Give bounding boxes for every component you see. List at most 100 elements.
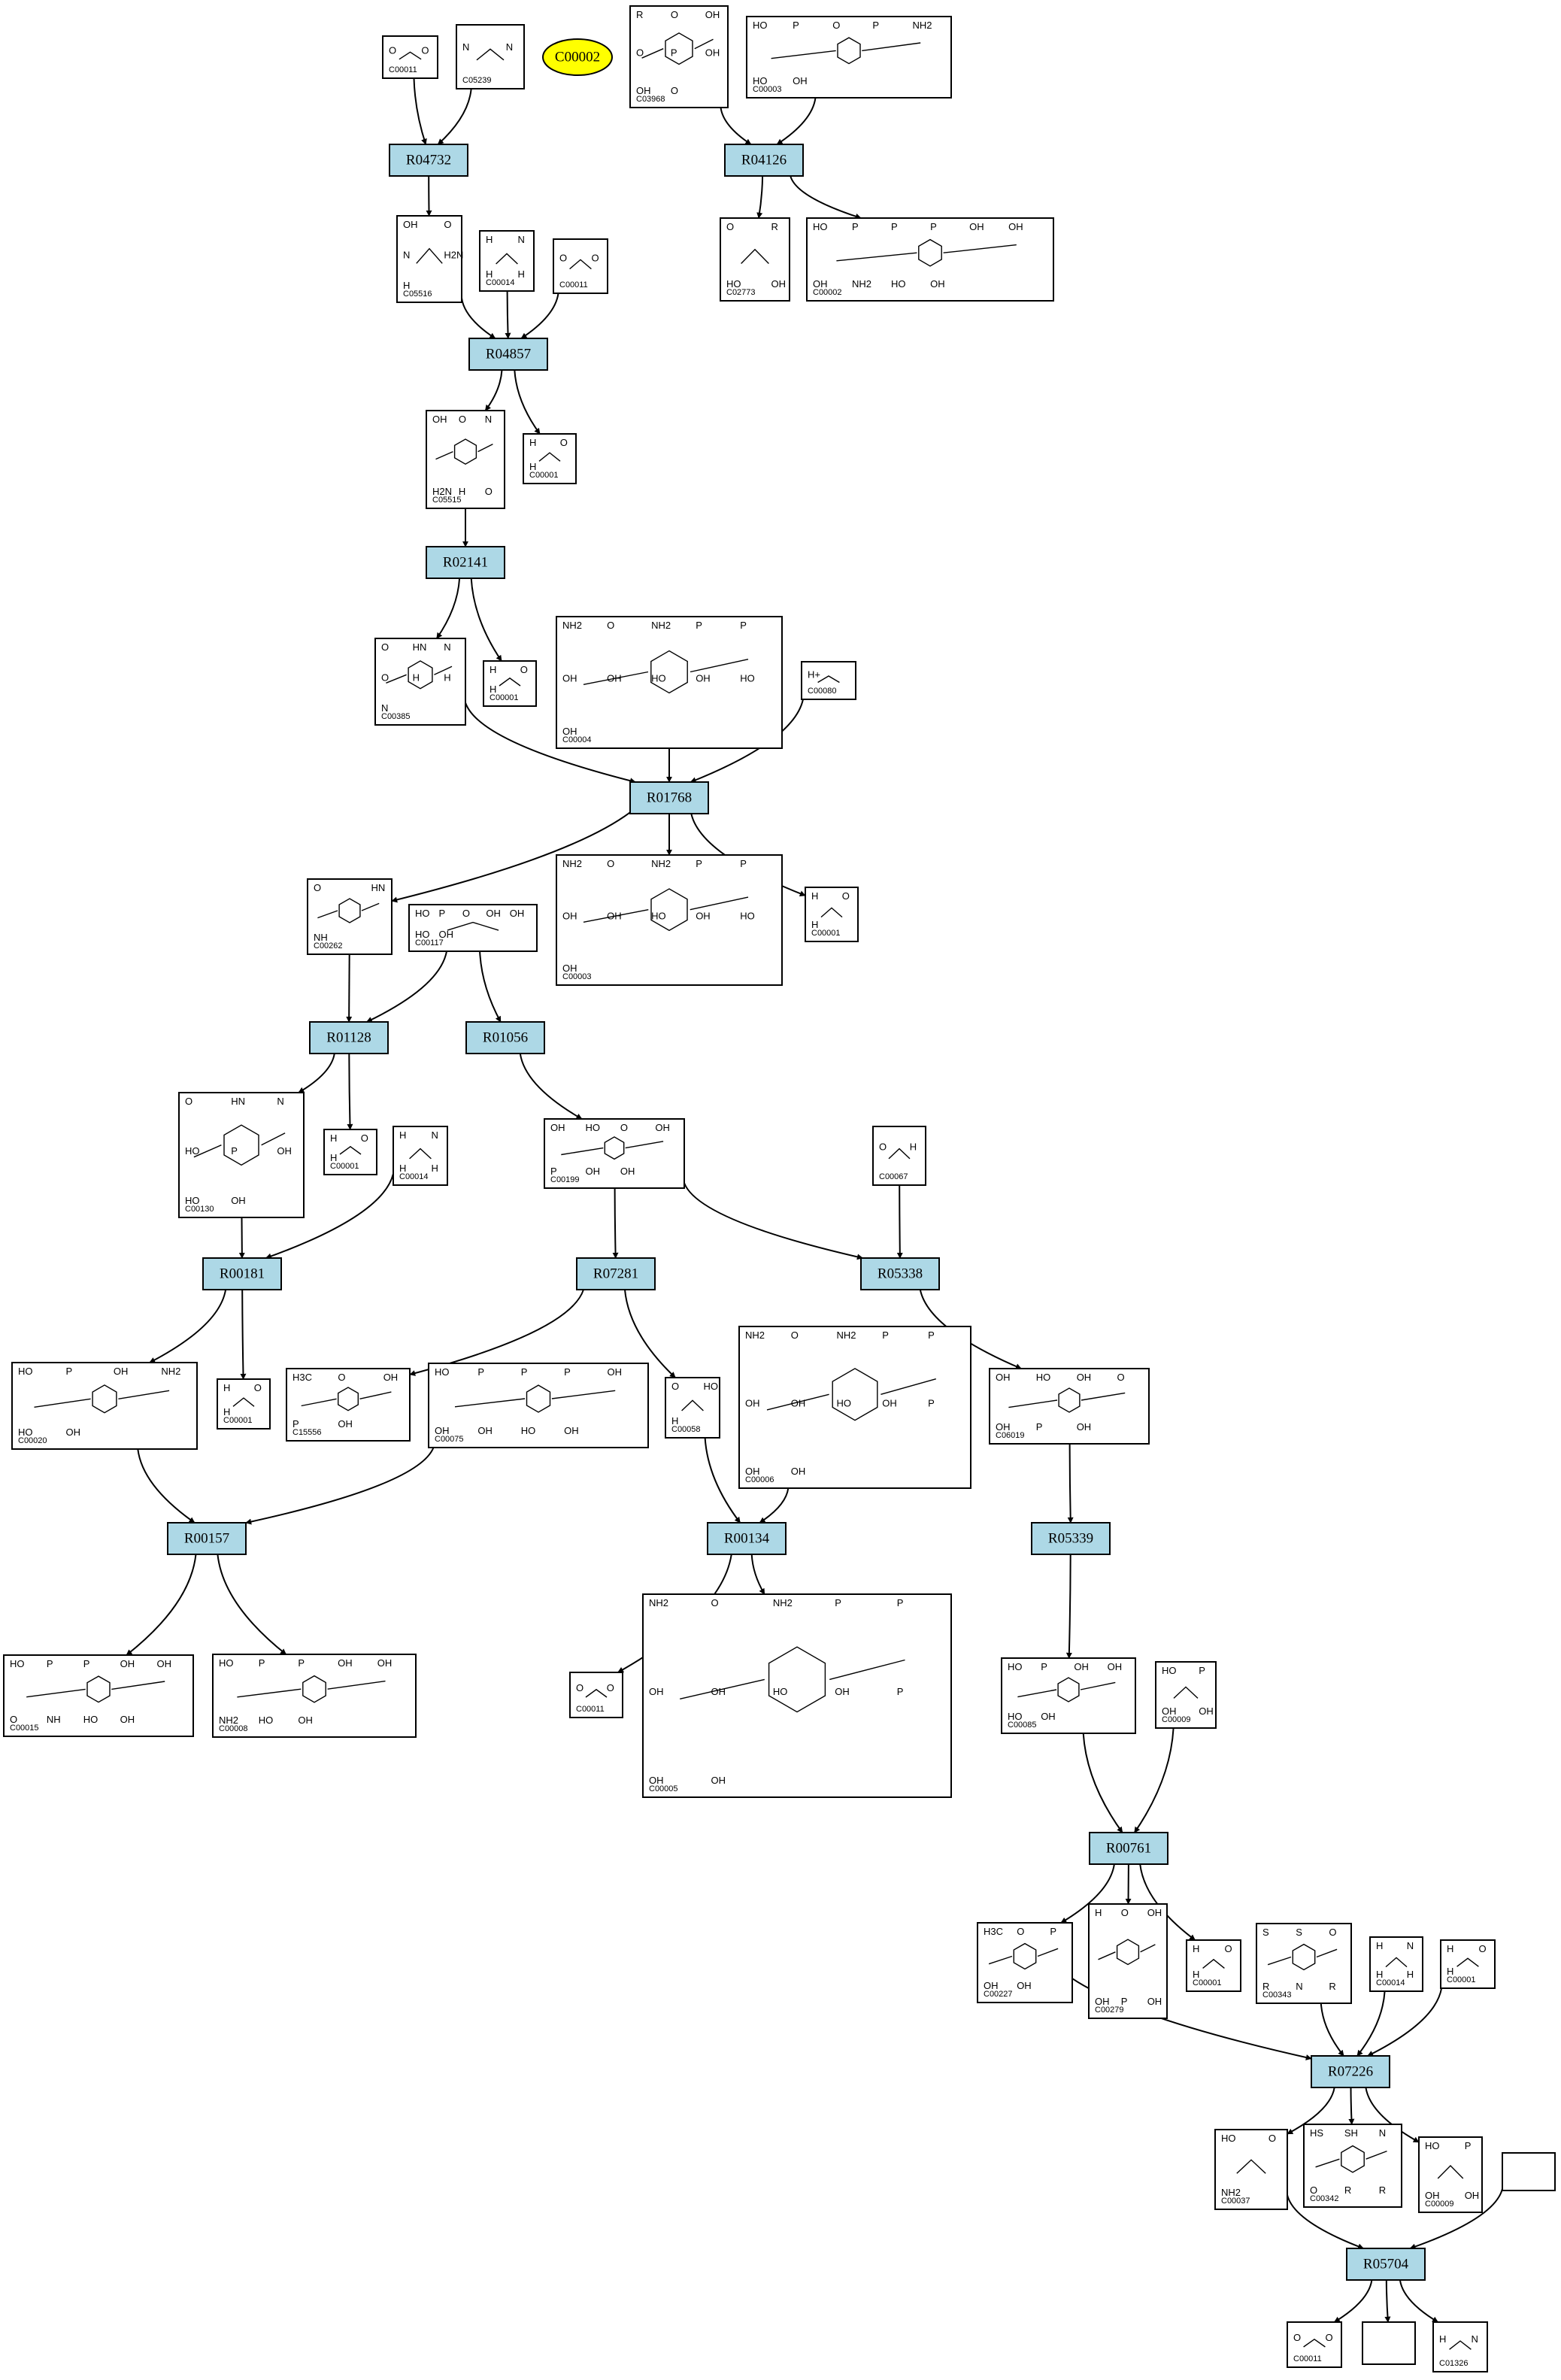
atom-label: HO — [837, 1398, 852, 1409]
reaction-r00761[interactable]: R00761 — [1089, 1832, 1168, 1865]
reaction-r01768[interactable]: R01768 — [629, 781, 709, 814]
reaction-box — [202, 1257, 282, 1290]
edge-R01128-c21 — [347, 1053, 353, 1130]
reaction-r04126[interactable]: R04126 — [724, 144, 804, 177]
reaction-r07281[interactable]: R07281 — [576, 1257, 656, 1290]
compound-box — [1155, 1661, 1217, 1729]
atom-label: H — [1193, 1969, 1199, 1980]
atom-label: HO — [18, 1426, 33, 1438]
atom-label: H — [223, 1382, 230, 1393]
atom-label: OH — [562, 726, 577, 737]
atom-label: O — [10, 1714, 17, 1725]
reaction-r00181[interactable]: R00181 — [202, 1257, 282, 1290]
atom-label: NH2 — [562, 620, 582, 631]
compound-c00080[interactable]: H+C00080 — [801, 661, 856, 700]
reaction-r04732[interactable]: R04732 — [389, 144, 468, 177]
atom-label: O — [671, 85, 678, 96]
reaction-r01056[interactable]: R01056 — [465, 1021, 545, 1054]
reaction-r05338[interactable]: R05338 — [860, 1257, 940, 1290]
compound-box — [408, 904, 538, 952]
reaction-r02141[interactable]: R02141 — [426, 546, 505, 579]
reaction-r00134[interactable]: R00134 — [707, 1522, 787, 1555]
atom-label: P — [1199, 1665, 1205, 1676]
atom-label: OH — [607, 673, 622, 684]
edge-c7-R04857 — [520, 293, 559, 339]
structure-bonds — [409, 1148, 432, 1160]
atom-label: H — [490, 684, 496, 695]
atom-label: N — [485, 414, 492, 425]
reaction-r05339[interactable]: R05339 — [1031, 1522, 1111, 1555]
edge-R04857-c11 — [514, 369, 541, 435]
atom-label: H — [399, 1129, 406, 1141]
compound-box — [1362, 2321, 1416, 2365]
reaction-label: R00157 — [184, 1531, 229, 1547]
compound-blank[interactable] — [1362, 2321, 1416, 2365]
edge-c47-R05704 — [1409, 2188, 1503, 2250]
atom-label: P — [897, 1597, 904, 1608]
atom-label: OH — [1074, 1661, 1089, 1672]
reaction-r04857[interactable]: R04857 — [468, 338, 548, 371]
atom-label: R — [1262, 1981, 1269, 1992]
structure-bonds — [836, 238, 1017, 267]
reaction-label: R05338 — [877, 1266, 923, 1282]
highlight-compound[interactable]: C00002 — [542, 38, 613, 76]
reaction-r07226[interactable]: R07226 — [1311, 2055, 1390, 2088]
compound-id: C02773 — [726, 288, 756, 297]
structure-bonds — [317, 898, 380, 923]
reaction-r05704[interactable]: R05704 — [1346, 2248, 1426, 2281]
atom-label: S — [1262, 1927, 1269, 1938]
reaction-r00157[interactable]: R00157 — [167, 1522, 247, 1555]
compound-blank[interactable] — [1502, 2152, 1556, 2191]
atom-label: OH — [996, 1421, 1011, 1433]
structure-bonds — [193, 1124, 286, 1166]
reaction-r01128[interactable]: R01128 — [309, 1021, 389, 1054]
